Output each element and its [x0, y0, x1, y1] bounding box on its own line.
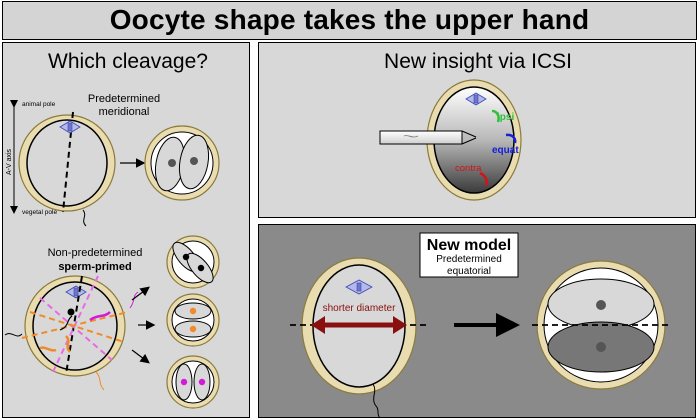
vegetal-pole-label: vegetal pole	[22, 209, 57, 216]
two-cell-orange-horizontal	[166, 293, 220, 347]
icsi-heading: New insight via ICSI	[384, 50, 572, 73]
oocyte-meridional	[18, 111, 116, 227]
two-cell-magenta-vertical	[166, 355, 220, 409]
two-cell-meridional	[144, 125, 220, 201]
icsi-pipette	[379, 130, 477, 145]
predetermined-label: Predetermined	[88, 93, 160, 105]
equat-label: equat	[492, 145, 519, 156]
oocyte-sperm-primed	[4, 275, 139, 391]
title-banner: Oocyte shape takes the upper hand	[2, 1, 697, 40]
av-axis-label: A-V axis	[6, 148, 13, 175]
new-model-equatorial: equatorial	[447, 266, 491, 277]
two-cell-equatorial	[532, 260, 670, 390]
arrow-to-bottom-2cell	[131, 349, 150, 364]
contra-label: contra	[455, 163, 482, 174]
ipsi-label: ipsi	[497, 112, 514, 123]
new-model-title: New model	[427, 237, 511, 254]
arrow-to-top-2cell	[131, 286, 150, 301]
two-cell-black-diagonal	[166, 235, 220, 289]
animal-pole-label: animal pole	[22, 101, 56, 108]
sperm-primed-label: sperm-primed	[58, 261, 131, 273]
new-model-predetermined: Predetermined	[436, 254, 502, 265]
new-model-label-box: New model Predetermined equatorial	[419, 232, 519, 278]
shorter-diameter-label: shorter diameter	[323, 303, 396, 314]
oocyte-new-model	[290, 257, 427, 419]
non-predetermined-label: Non-predetermined	[48, 247, 143, 259]
left-heading: Which cleavage?	[48, 50, 208, 73]
meridional-label: meridional	[99, 106, 150, 118]
figure-title: Oocyte shape takes the upper hand	[109, 4, 590, 35]
oocyte-icsi	[426, 79, 522, 201]
